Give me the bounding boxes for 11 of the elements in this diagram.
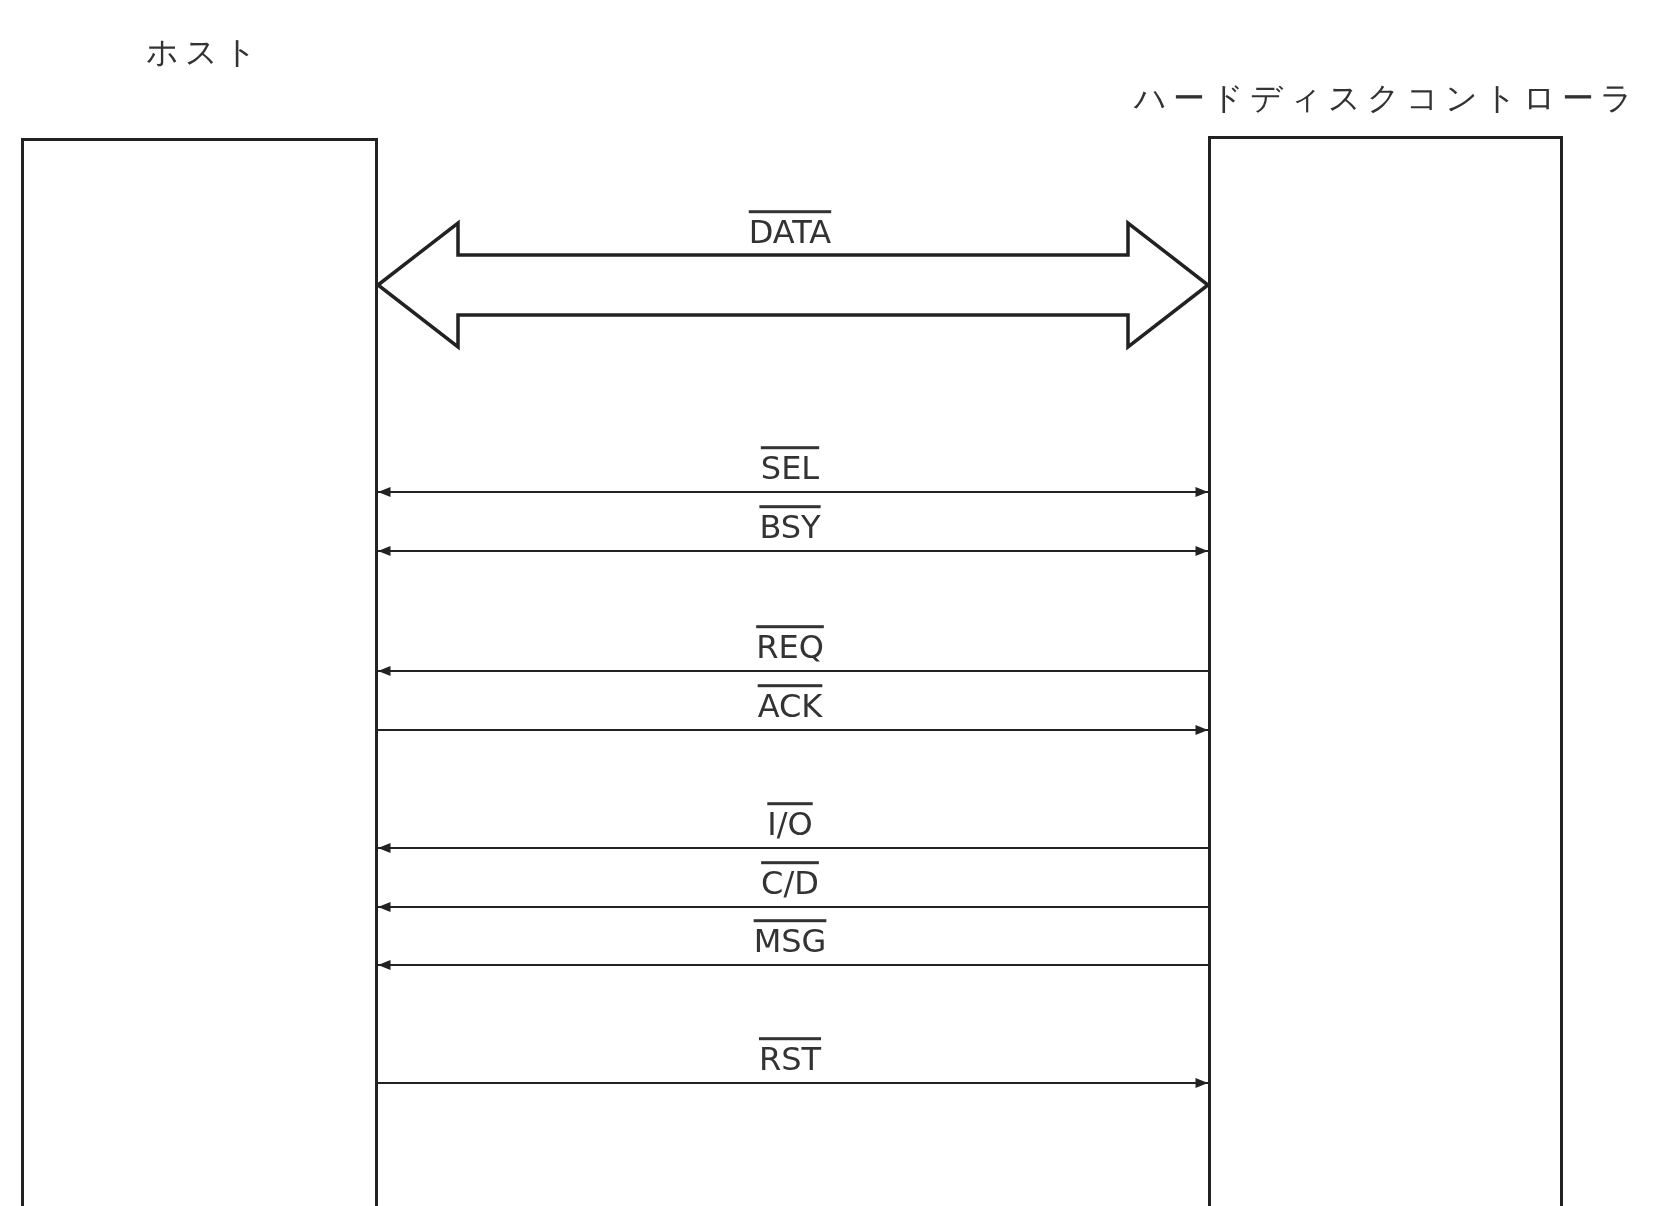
signal-arrow <box>378 843 1208 853</box>
block-heading: ホスト <box>144 32 264 73</box>
signal-arrow <box>378 902 1208 912</box>
bus-arrow <box>375 219 1211 351</box>
signal-arrow <box>378 546 1208 556</box>
signal-arrow <box>378 725 1208 735</box>
signal-arrow <box>378 487 1208 497</box>
signal-arrow <box>378 1078 1208 1088</box>
signal-arrow <box>378 666 1208 676</box>
block-heading: ハードディスクコントローラ <box>1132 78 1640 119</box>
signal-arrow <box>378 960 1208 970</box>
